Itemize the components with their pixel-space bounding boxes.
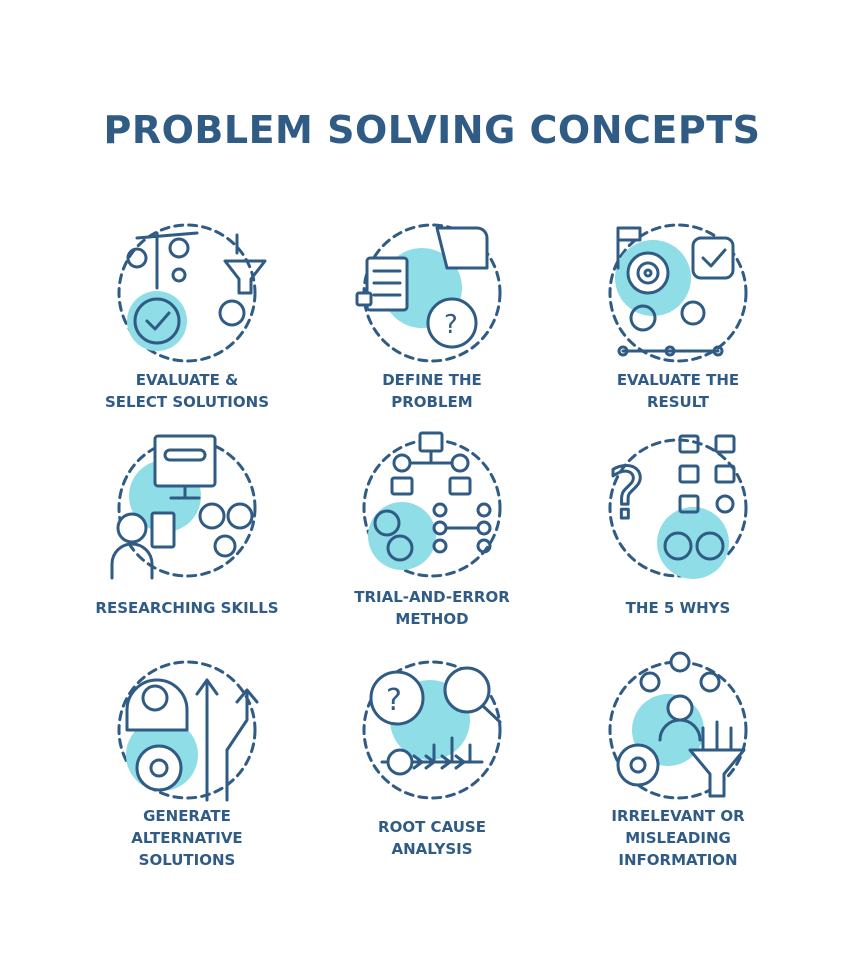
evaluate-result-icon bbox=[598, 213, 758, 373]
concept-label: THE 5 WHYS bbox=[625, 599, 731, 617]
researching-skills-icon bbox=[107, 428, 267, 588]
five-whys-icon: ? bbox=[598, 428, 758, 588]
concept-label: RESEARCHING SKILLS bbox=[95, 599, 279, 617]
page-title: PROBLEM SOLVING CONCEPTS bbox=[103, 108, 761, 152]
concept-label: EVALUATE &SELECT SOLUTIONS bbox=[105, 371, 269, 411]
generate-alternatives-icon bbox=[107, 650, 267, 810]
irrelevant-info-icon bbox=[598, 650, 758, 810]
root-cause-icon: ? bbox=[352, 650, 512, 810]
evaluate-select-icon bbox=[107, 213, 267, 373]
svg-text:?: ? bbox=[386, 683, 402, 718]
define-problem-icon: ? bbox=[352, 213, 512, 373]
svg-text:?: ? bbox=[444, 310, 458, 340]
svg-text:?: ? bbox=[608, 453, 645, 535]
trial-error-icon bbox=[352, 428, 512, 588]
